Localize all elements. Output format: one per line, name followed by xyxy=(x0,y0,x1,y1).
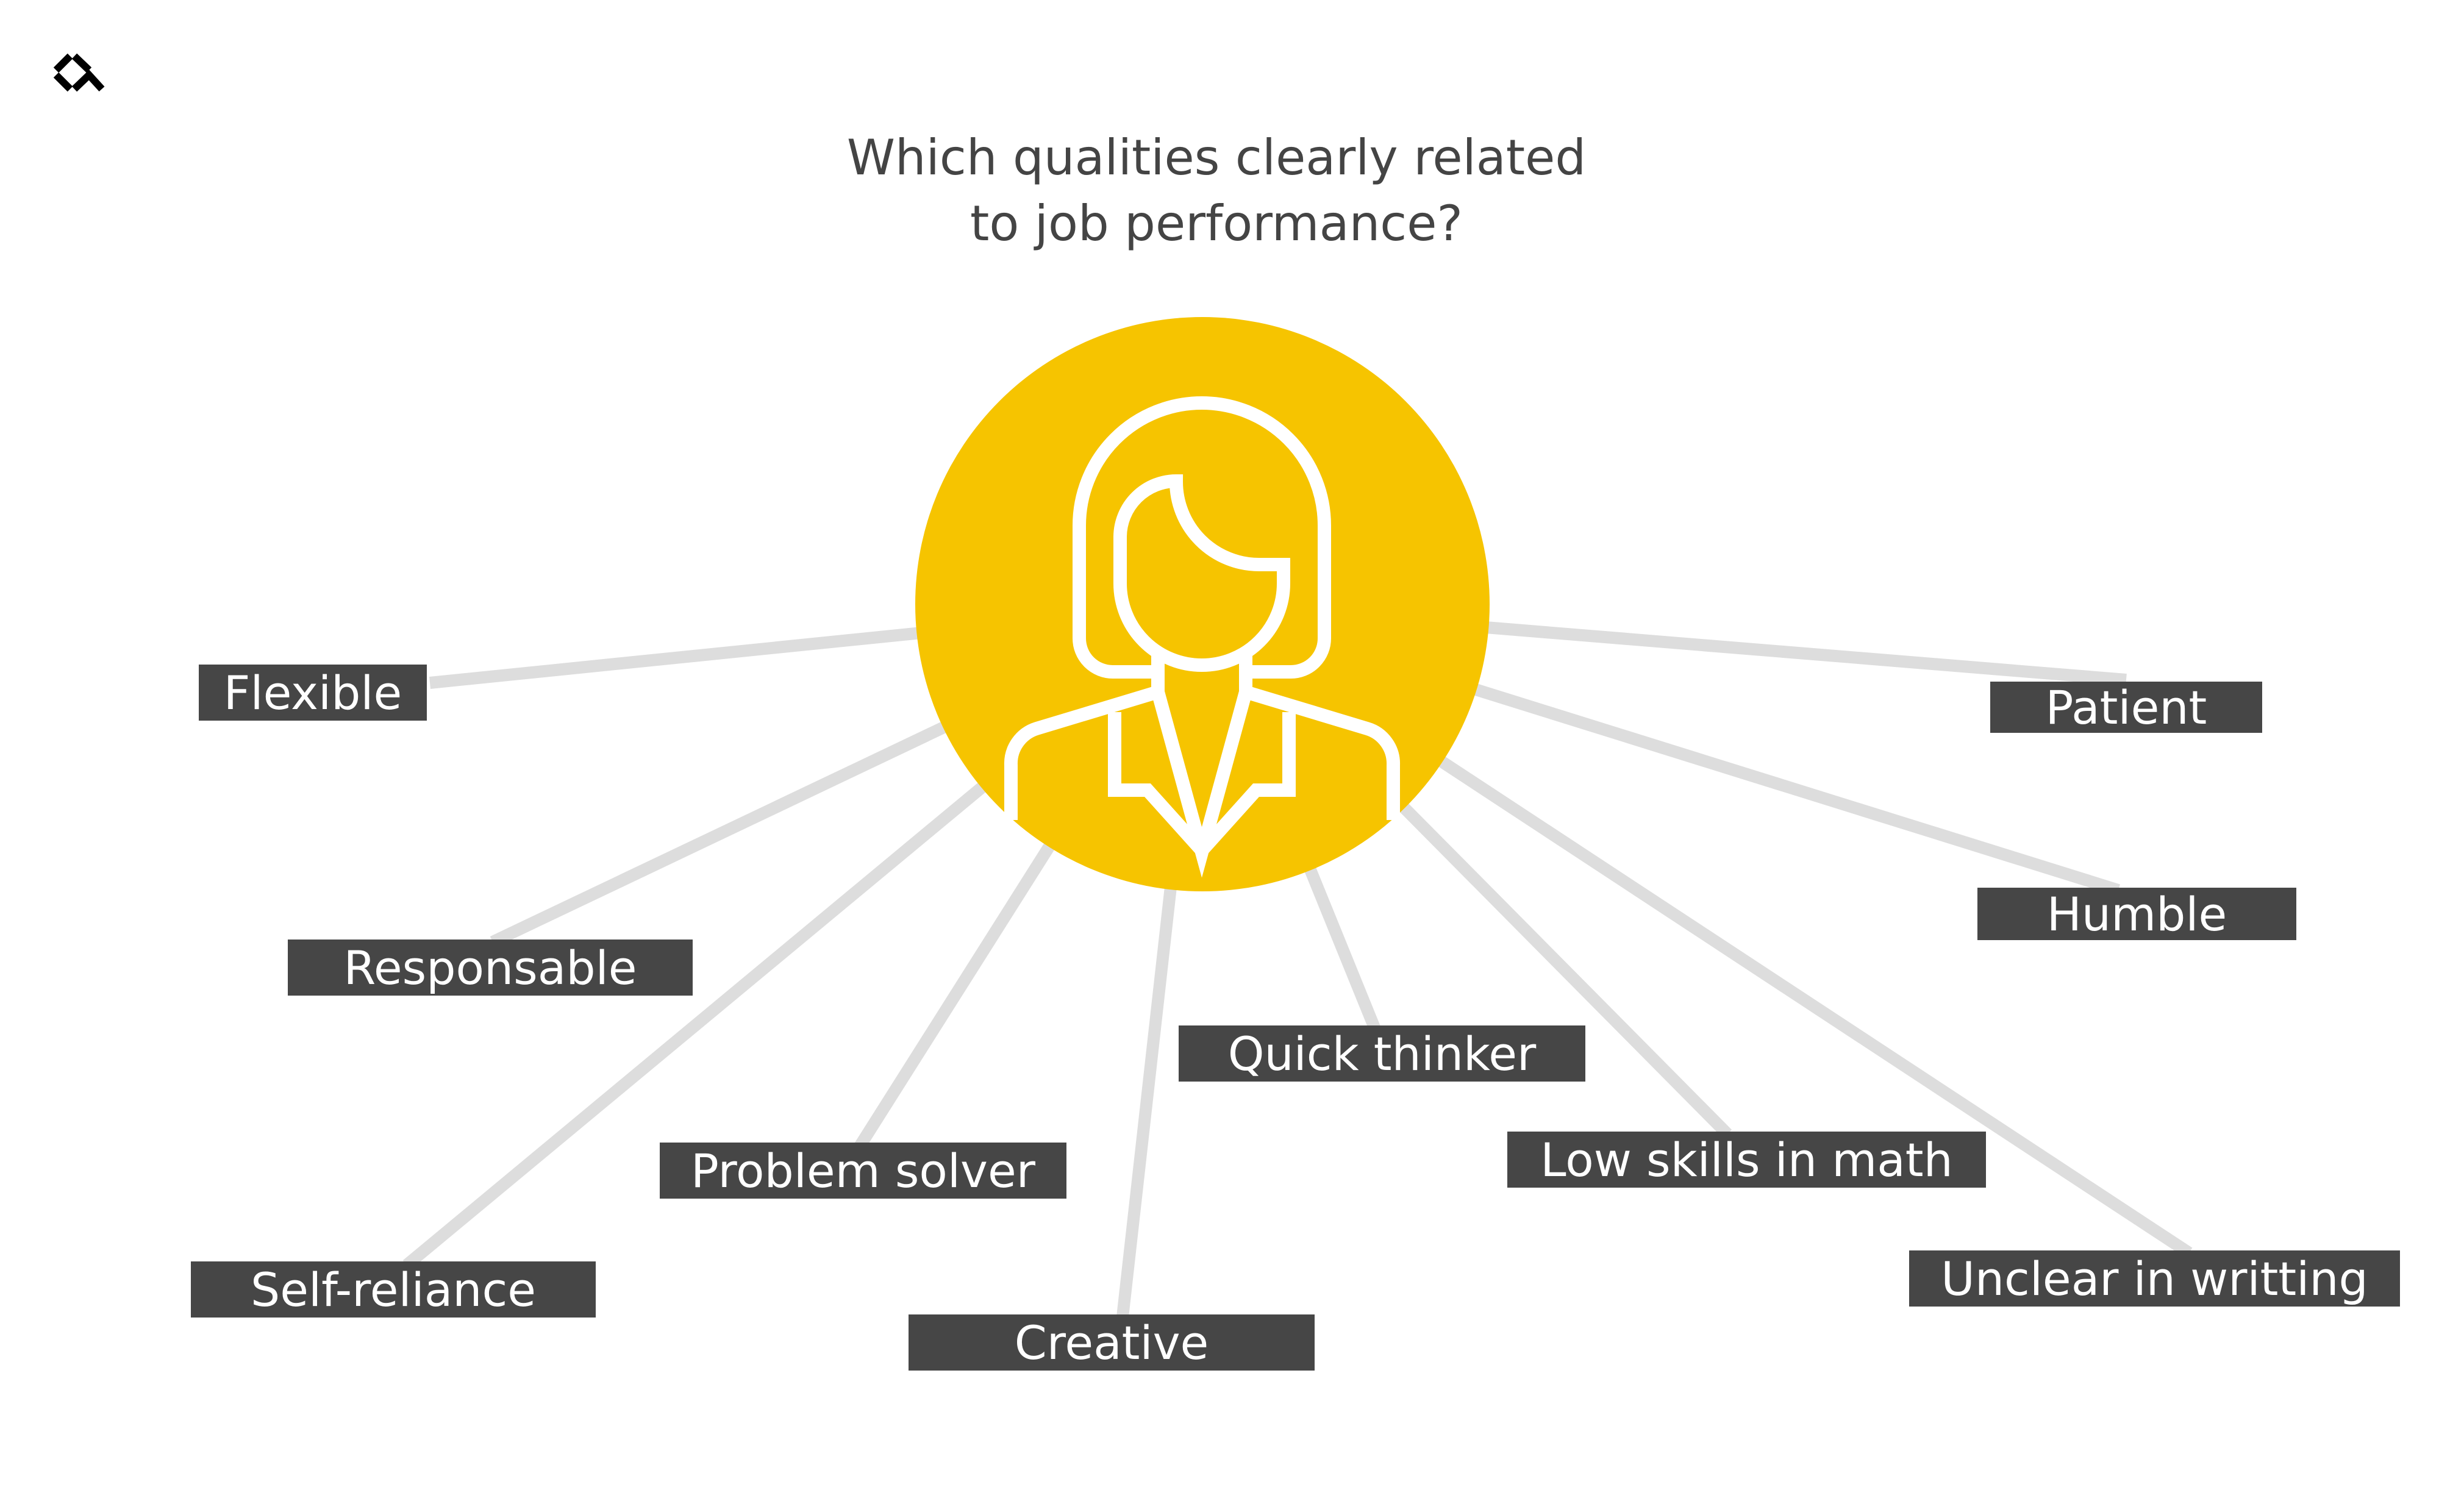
title-line-2: to job performance? xyxy=(970,195,1463,252)
page-title: Which qualities clearly related to job p… xyxy=(732,125,1701,257)
quality-label-responsable: Responsable xyxy=(288,940,693,996)
quality-label-self-reliance: Self-reliance xyxy=(191,1261,596,1318)
businesswoman-icon xyxy=(1004,396,1401,878)
brand-logo-icon xyxy=(53,53,105,92)
quality-label-low-skills-math: Low skills in math xyxy=(1507,1132,1986,1188)
title-line-1: Which qualities clearly related xyxy=(846,129,1587,186)
quality-label-unclear-writing: Unclear in writting xyxy=(1909,1250,2400,1307)
quality-label-problem-solver: Problem solver xyxy=(660,1143,1066,1199)
quality-label-flexible: Flexible xyxy=(199,665,427,721)
quality-label-patient: Patient xyxy=(1990,680,2262,735)
quality-label-humble: Humble xyxy=(1977,887,2296,941)
quality-label-creative: Creative xyxy=(909,1314,1315,1371)
quality-label-quick-thinker: Quick thinker xyxy=(1179,1025,1585,1082)
center-circle xyxy=(915,317,1490,891)
